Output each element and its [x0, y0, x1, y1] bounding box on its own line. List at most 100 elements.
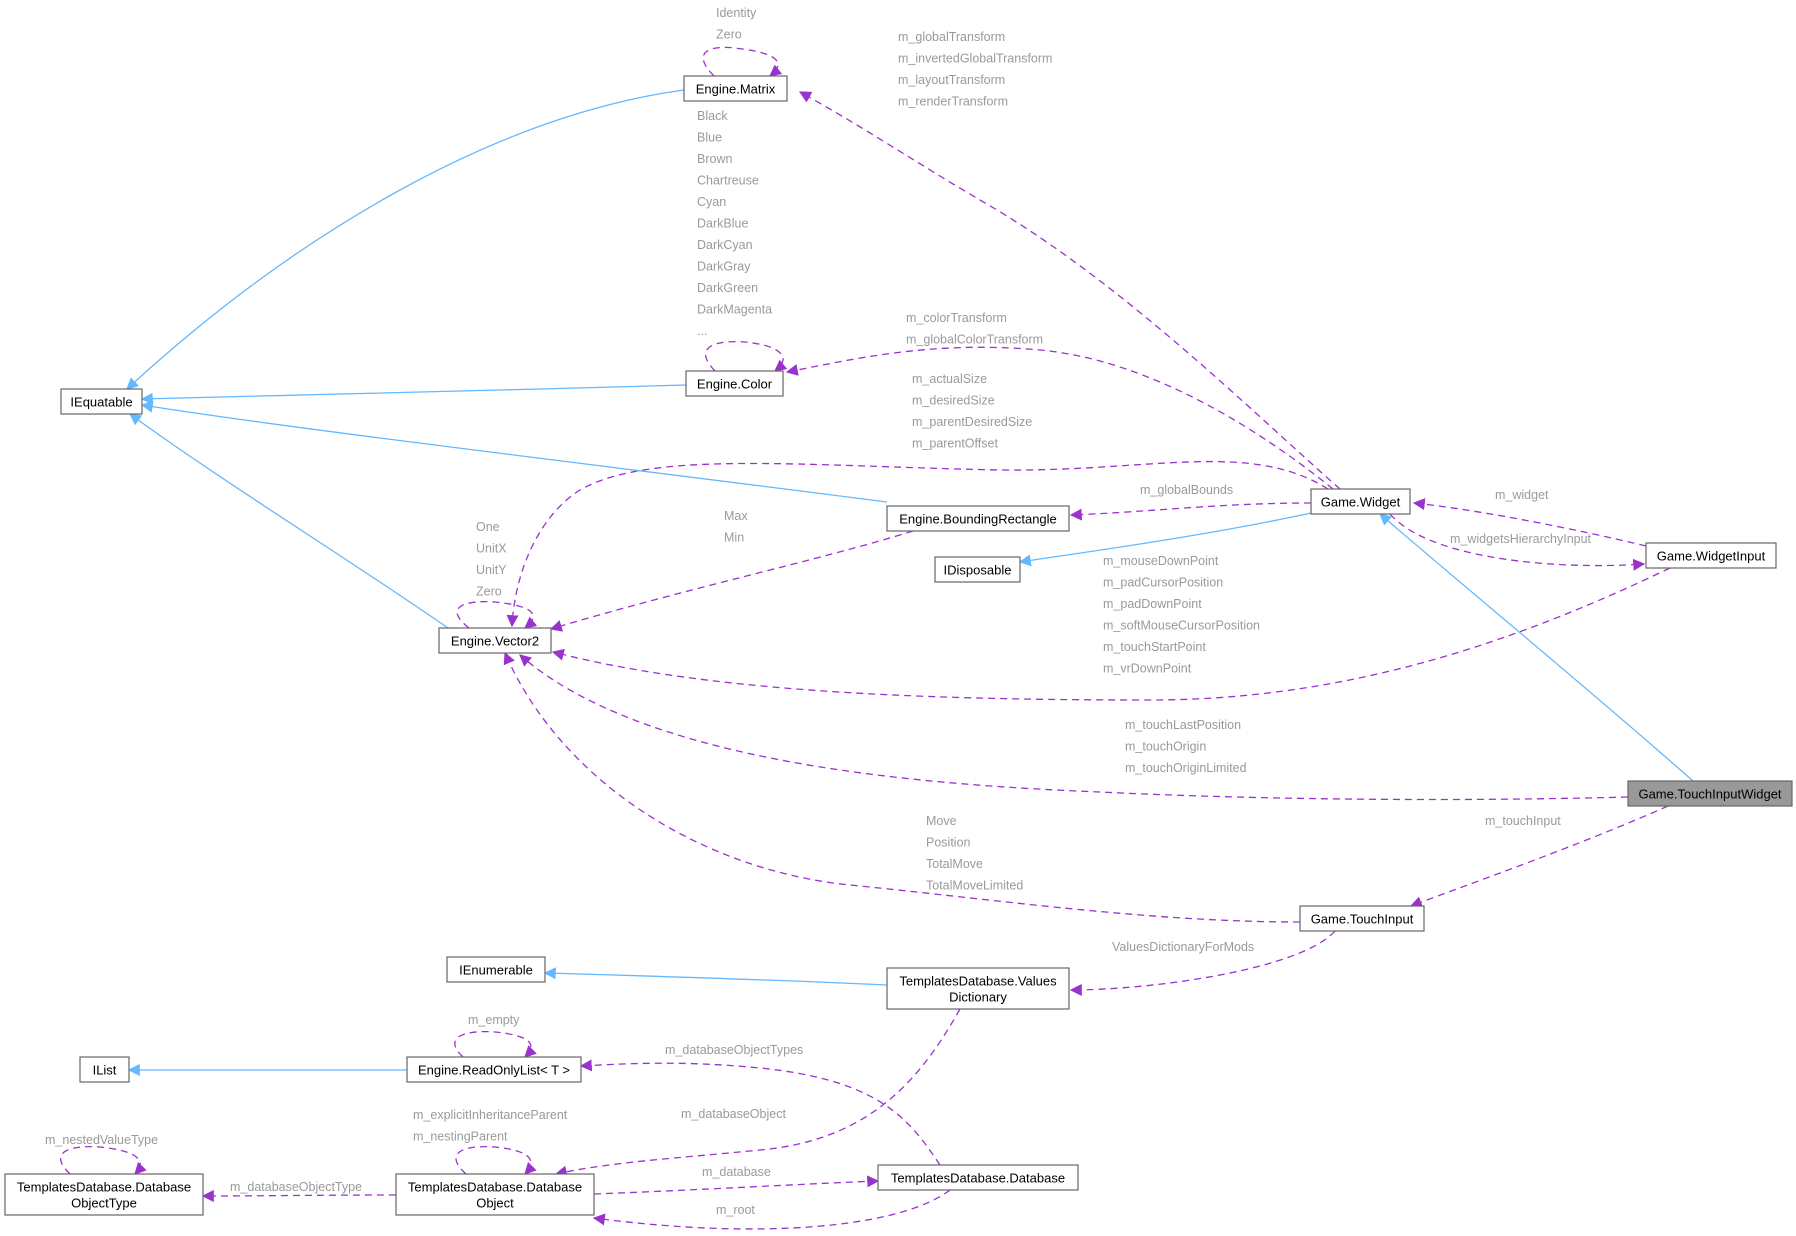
node-box	[886, 505, 1070, 532]
usage-edge	[785, 346, 1334, 490]
usage-edge	[519, 654, 1629, 801]
usage-edge	[201, 1189, 397, 1202]
node-idisposable[interactable]: IDisposable	[934, 556, 1021, 583]
edge-label-widget-widgetinput: m_widgetsHierarchyInput	[1450, 532, 1592, 546]
node-box	[60, 388, 143, 415]
usage-edge	[798, 91, 1341, 490]
usage-edge	[454, 1030, 537, 1058]
node-label: TemplatesDatabase.Database	[891, 1171, 1065, 1186]
node-box	[438, 627, 552, 654]
node-label: TemplatesDatabase.Database	[408, 1180, 582, 1195]
usage-edge	[456, 600, 538, 629]
inheritance-edge	[129, 413, 449, 629]
edge-label-database-dbobject: m_root	[716, 1203, 755, 1217]
usage-edge	[1412, 498, 1647, 547]
inheritance-edge	[543, 967, 888, 986]
node-label: Game.WidgetInput	[1657, 549, 1766, 564]
node-box	[1627, 780, 1793, 807]
node-box	[1645, 542, 1777, 569]
edge-label-dbobject-database: m_database	[702, 1165, 771, 1179]
inheritance-edge	[126, 89, 685, 390]
inheritance-edge	[140, 384, 687, 405]
node-color[interactable]: Engine.Color	[685, 370, 784, 397]
node-label: IList	[93, 1063, 117, 1078]
node-label: IEnumerable	[459, 963, 533, 978]
node-box	[685, 370, 784, 397]
edge-label-widgetinput-widget: m_widget	[1495, 488, 1549, 502]
node-widget[interactable]: Game.Widget	[1310, 488, 1411, 515]
node-label: Game.TouchInput	[1311, 912, 1414, 927]
edge-label-dbobjecttype-self: m_nestedValueType	[45, 1133, 158, 1147]
node-box	[877, 1164, 1079, 1191]
node-box	[1299, 905, 1425, 932]
usage-edge	[551, 567, 1671, 701]
usage-edge	[579, 1059, 941, 1166]
node-matrix[interactable]: Engine.Matrix	[683, 75, 788, 102]
usage-edge	[549, 530, 914, 632]
node-label: TemplatesDatabase.Values	[899, 974, 1057, 989]
edge-label-database-readonlylist: m_databaseObjectTypes	[665, 1043, 803, 1057]
node-label: Engine.Matrix	[696, 82, 776, 97]
node-box	[79, 1056, 130, 1083]
usage-edge	[1069, 502, 1312, 521]
node-ienumerable[interactable]: IEnumerable	[446, 956, 546, 983]
usage-edge	[455, 1145, 537, 1175]
node-box	[683, 75, 788, 102]
edge-label-widget-bounding: m_globalBounds	[1140, 483, 1233, 497]
usage-edge	[705, 340, 788, 372]
inheritance-edge	[1018, 512, 1312, 567]
node-label: Engine.ReadOnlyList< T >	[418, 1063, 570, 1078]
edge-label-touchinput-valuesdict: ValuesDictionaryForMods	[1112, 940, 1254, 954]
node-widgetinput[interactable]: Game.WidgetInput	[1645, 542, 1777, 569]
node-ilist[interactable]: IList	[79, 1056, 130, 1083]
node-readonlylist[interactable]: Engine.ReadOnlyList< T >	[406, 1056, 582, 1083]
node-box	[1310, 488, 1411, 515]
node-label: IEquatable	[70, 395, 132, 410]
usage-edge	[60, 1145, 147, 1175]
node-box	[934, 556, 1021, 583]
node-label: Game.TouchInputWidget	[1638, 787, 1781, 802]
node-valuesdict[interactable]: TemplatesDatabase.ValuesDictionary	[886, 967, 1070, 1010]
node-box	[4, 1173, 204, 1216]
node-vector2[interactable]: Engine.Vector2	[438, 627, 552, 654]
usage-edge	[592, 1189, 951, 1230]
node-box	[406, 1056, 582, 1083]
usage-edge	[593, 1175, 880, 1195]
edge-label-touchinputwidget-touchinput: m_touchInput	[1485, 814, 1561, 828]
node-box	[395, 1173, 595, 1216]
node-label: IDisposable	[944, 563, 1012, 578]
node-label: Engine.Vector2	[451, 634, 539, 649]
edge-label-readonlylist-self: m_empty	[468, 1013, 520, 1027]
edge-label-valuesdict-dbobject: m_databaseObject	[681, 1107, 786, 1121]
node-touchinputwidget[interactable]: Game.TouchInputWidget	[1627, 780, 1793, 807]
node-box	[886, 967, 1070, 1010]
node-label: Game.Widget	[1321, 495, 1401, 510]
usage-edge	[503, 651, 1301, 923]
usage-edge	[1409, 805, 1669, 908]
node-label: Engine.Color	[697, 377, 773, 392]
usage-edge	[702, 46, 783, 77]
inheritance-edge	[140, 400, 888, 503]
node-database[interactable]: TemplatesDatabase.Database	[877, 1164, 1079, 1191]
node-touchinput[interactable]: Game.TouchInput	[1299, 905, 1425, 932]
node-label: TemplatesDatabase.Database	[17, 1180, 191, 1195]
node-bounding[interactable]: Engine.BoundingRectangle	[886, 505, 1070, 532]
inheritance-edge	[1379, 513, 1694, 782]
node-iequatable[interactable]: IEquatable	[60, 388, 143, 415]
node-label: Object	[476, 1196, 514, 1211]
usage-edge	[1389, 513, 1646, 571]
node-label: ObjectType	[71, 1196, 137, 1211]
node-box	[446, 956, 546, 983]
